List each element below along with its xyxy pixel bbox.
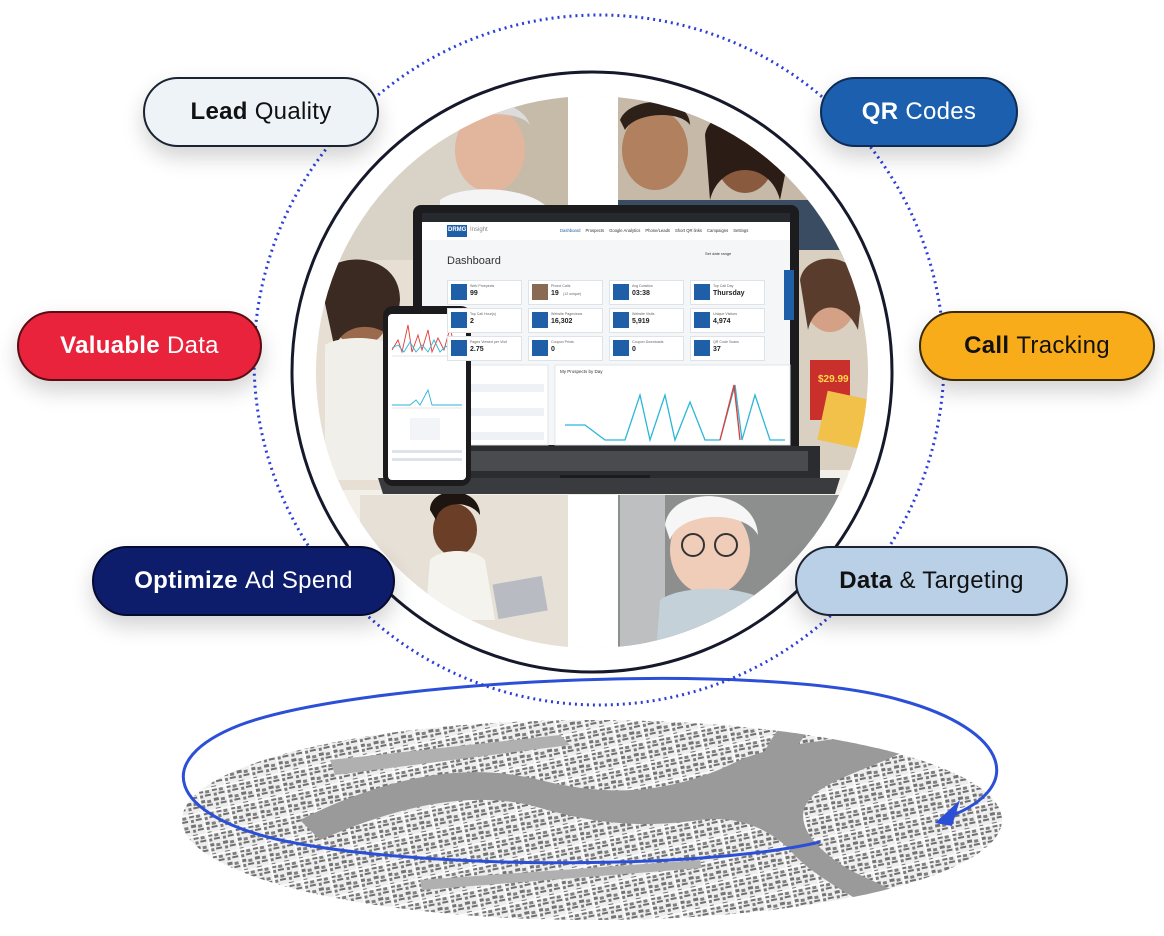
stat-value: 0 [632,346,636,353]
stat-label: QR Code Scans [713,340,739,344]
nav-phone-leads[interactable]: Phone/Leads [645,228,671,233]
pill-bold: Optimize [134,567,238,594]
stat-value: 2 [470,318,474,325]
coupon-download-icon [613,340,629,356]
stat-label: Avg Duration [632,284,653,288]
stat-value: 19 [551,290,559,297]
pill-bold: Valuable [60,332,160,359]
hour-icon [451,312,467,328]
stat-value: 03:38 [632,290,650,297]
stat-tile[interactable]: Unique Visitors 4,974 [690,308,765,333]
stat-tile[interactable]: Coupon Prints 0 [528,336,603,361]
stat-label: Phone Calls [551,284,571,288]
pill-light: & Targeting [899,567,1024,594]
stat-label: Web Prospects [470,284,495,288]
nav-google-analytics[interactable]: Google Analytics [609,228,641,233]
phone-icon [532,284,548,300]
stat-tile[interactable]: Pages Viewed per Visit 2.75 [447,336,522,361]
pageviews-icon [532,312,548,328]
pill-bold: Call [964,332,1010,359]
nav-dashboard[interactable]: Dashboard [560,228,581,233]
stat-value: 4,974 [713,318,731,325]
calendar-icon [694,284,710,300]
web-icon [451,284,467,300]
nav-short-qr[interactable]: Short QR links [675,228,703,233]
main-nav: Dashboard Prospects Google Analytics Pho… [560,228,748,233]
stat-label: Website Visits [632,312,655,316]
pill-light: Ad Spend [244,567,353,594]
stat-tile[interactable]: Top Call Day Thursday [690,280,765,305]
lead-quality-pill: Lead Quality [143,77,379,147]
stat-label: Top Call Hour(s) [470,312,496,316]
qr-code-icon [694,340,710,356]
stat-value: 2.75 [470,346,484,353]
stat-label: Top Call Day [713,284,734,288]
qr-codes-pill: QR Codes [820,77,1018,147]
stat-tile[interactable]: QR Code Scans 37 [690,336,765,361]
stat-label: Pages Viewed per Visit [470,340,507,344]
stat-value: Thursday [713,290,745,297]
optimize-ad-spend-pill: Optimize Ad Spend [92,546,395,616]
data-targeting-pill: Data & Targeting [795,546,1068,616]
pill-light: Tracking [1016,332,1110,359]
stat-label: Website Pageviews [551,312,583,316]
stat-value: 5,919 [632,318,650,325]
pill-bold: Lead [190,98,248,125]
visitors-icon [694,312,710,328]
pill-bold: QR [861,98,899,125]
app-logo: DRMG [448,227,467,233]
stat-value: 16,302 [551,318,573,325]
stat-tile[interactable]: Website Visits 5,919 [609,308,684,333]
stat-label: Coupon Prints [551,340,574,344]
stat-value: 37 [713,346,721,353]
stat-label: Unique Visitors [713,312,738,316]
app-logo-sub: Insight [470,227,488,233]
pages-icon [451,340,467,356]
svg-text:$29.99: $29.99 [818,374,849,385]
nav-prospects[interactable]: Prospects [585,228,605,233]
clock-icon [613,284,629,300]
stat-label: Coupon Downloads [632,340,664,344]
valuable-data-pill: Valuable Data [17,311,262,381]
stat-value: 0 [551,346,555,353]
laptop [378,205,840,494]
stat-tile[interactable]: Website Pageviews 16,302 [528,308,603,333]
city-map [182,720,1002,920]
stat-tile[interactable]: Top Call Hour(s) 2 [447,308,522,333]
stat-tile[interactable]: Web Prospects 99 [447,280,522,305]
orbit-arrowhead [935,800,960,826]
nav-campaigns[interactable]: Campaigns [707,228,729,233]
pill-light: Data [166,332,219,359]
page-title: Dashboard [447,255,501,267]
pill-light: Quality [254,98,332,125]
nav-settings[interactable]: Settings [733,228,749,233]
stat-tile[interactable]: Avg Duration 03:38 [609,280,684,305]
visits-icon [613,312,629,328]
stat-tile[interactable]: Phone Calls 19 (12 unique) [528,280,603,305]
chart-title: My Prospects by Day [560,369,603,374]
call-tracking-pill: Call Tracking [919,311,1155,381]
date-range-label: Set date range [705,251,732,256]
phone [383,306,471,486]
pill-light: Codes [905,98,977,125]
stat-value: 99 [470,290,478,297]
pill-bold: Data [839,567,893,594]
coupon-icon [532,340,548,356]
stat-sub: (12 unique) [563,292,582,296]
stat-tile[interactable]: Coupon Downloads 0 [609,336,684,361]
